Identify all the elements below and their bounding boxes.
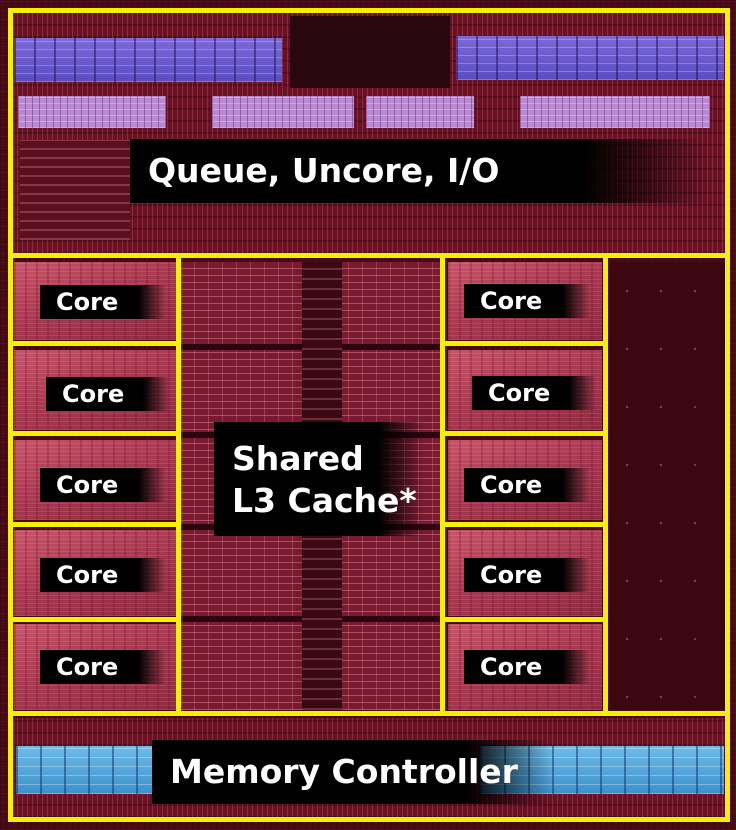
uncore-strip-4 (520, 96, 710, 128)
core-label: Core (40, 650, 166, 684)
core-label: Core (472, 376, 596, 410)
uncore-label: Queue, Uncore, I/O (130, 139, 710, 203)
uncore-array-right (456, 36, 724, 80)
core-label: Core (464, 650, 590, 684)
outline (8, 253, 730, 258)
uncore-logic-block (20, 140, 130, 240)
uncore-dark-block (290, 16, 450, 88)
core-label: Core (46, 377, 170, 411)
outline (10, 522, 180, 527)
uncore-strip-2 (212, 96, 354, 128)
l3-cache-label-line2: L3 Cache* (232, 481, 417, 520)
core-label: Core (40, 285, 166, 319)
outline (440, 341, 608, 346)
uncore-strip-3 (366, 96, 474, 128)
outline (603, 258, 608, 713)
outline (10, 431, 180, 436)
outline (440, 617, 608, 622)
core-label: Core (464, 558, 590, 592)
outline (8, 711, 730, 716)
outline (10, 341, 180, 346)
core-label: Core (464, 468, 590, 502)
outline (8, 817, 730, 822)
l3-cache-label: Shared L3 Cache* (214, 422, 424, 536)
uncore-array-left (14, 38, 282, 82)
core-label: Core (40, 558, 166, 592)
outline (8, 8, 730, 13)
unused-die-area (610, 262, 728, 710)
memory-controller-label: Memory Controller (152, 740, 552, 804)
outline (8, 8, 13, 822)
outline (10, 617, 180, 622)
outline (176, 258, 181, 713)
uncore-strip-1 (18, 96, 166, 128)
memory-phy-left (16, 746, 176, 794)
outline (440, 431, 608, 436)
outline (440, 522, 608, 527)
core-label: Core (40, 468, 166, 502)
outline (725, 8, 730, 822)
outline (440, 258, 445, 713)
core-label: Core (464, 284, 590, 318)
l3-cache-label-line1: Shared (232, 439, 364, 478)
